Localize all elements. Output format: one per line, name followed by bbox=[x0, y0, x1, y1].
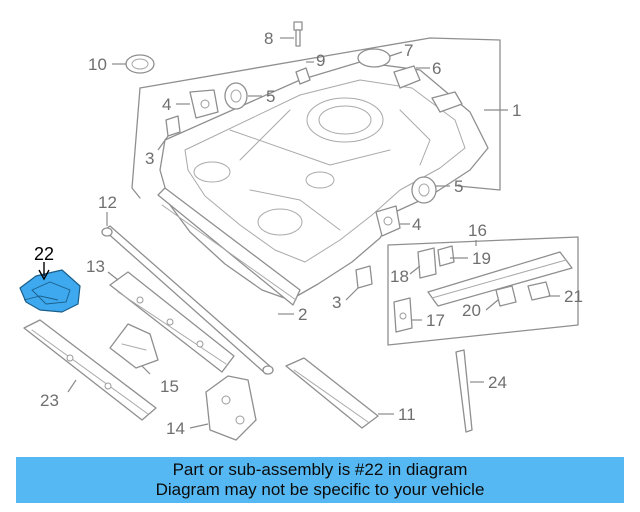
part-5-lower-mount bbox=[411, 176, 437, 204]
callout-3-lower: 3 bbox=[332, 293, 341, 312]
callout-8: 8 bbox=[264, 29, 273, 48]
callout-12: 12 bbox=[98, 193, 117, 212]
part-22-highlighted[interactable] bbox=[19, 269, 81, 313]
callout-labels: 1 2 3 3 4 4 5 5 6 7 8 9 10 11 12 13 14 1… bbox=[34, 29, 583, 438]
callout-18: 18 bbox=[390, 267, 409, 286]
part-5-upper-mount bbox=[224, 82, 248, 110]
part-8-bolt bbox=[293, 21, 303, 47]
part-24-strip bbox=[455, 349, 473, 433]
part-23-rail bbox=[23, 319, 157, 421]
info-banner: Part or sub-assembly is #22 in diagram D… bbox=[16, 457, 624, 503]
callout-6: 6 bbox=[432, 59, 441, 78]
callout-2: 2 bbox=[298, 305, 307, 324]
part-19-member bbox=[427, 251, 573, 307]
callout-7: 7 bbox=[404, 41, 413, 60]
callout-20: 20 bbox=[462, 301, 481, 320]
part-13-side-member bbox=[109, 271, 235, 373]
callout-22-highlighted: 22 bbox=[34, 244, 54, 264]
callout-13: 13 bbox=[86, 257, 105, 276]
part-17-plate bbox=[393, 297, 413, 333]
part-4-lower-bracket bbox=[375, 205, 401, 237]
callout-10: 10 bbox=[88, 55, 107, 74]
callout-1: 1 bbox=[512, 101, 521, 120]
floor-pan-assembly bbox=[131, 37, 501, 306]
callout-24: 24 bbox=[488, 373, 507, 392]
sub-assembly-16-box bbox=[387, 236, 579, 346]
part-15-bracket bbox=[109, 323, 159, 369]
callout-21: 21 bbox=[564, 287, 583, 306]
part-18-bracket bbox=[417, 245, 455, 279]
callout-4-lower: 4 bbox=[412, 215, 421, 234]
banner-line-part: Part or sub-assembly is #22 in diagram bbox=[172, 460, 468, 479]
callout-3-upper: 3 bbox=[145, 149, 154, 168]
part-12-cross-rail bbox=[101, 225, 274, 375]
callout-23: 23 bbox=[40, 391, 59, 410]
part-3-upper-clip bbox=[165, 115, 181, 137]
part-21-clip bbox=[527, 281, 551, 301]
leader-lines bbox=[38, 37, 560, 429]
callout-4-upper: 4 bbox=[162, 95, 171, 114]
banner-line-disclaimer: Diagram may not be specific to your vehi… bbox=[155, 480, 485, 499]
parts-diagram: 1 2 3 3 4 4 5 5 6 7 8 9 10 11 12 13 14 1… bbox=[19, 21, 583, 441]
callout-5-lower: 5 bbox=[454, 177, 463, 196]
part-7-cover bbox=[357, 48, 391, 68]
callout-16: 16 bbox=[468, 221, 487, 240]
part-4-upper-bracket bbox=[189, 89, 219, 119]
callout-11: 11 bbox=[398, 405, 416, 424]
callout-19: 19 bbox=[472, 249, 491, 268]
callout-14: 14 bbox=[166, 419, 185, 438]
callout-17: 17 bbox=[426, 311, 445, 330]
part-3-lower-clip bbox=[355, 265, 373, 289]
part-10-plug bbox=[125, 54, 155, 74]
part-20-clip bbox=[495, 285, 517, 307]
part-9-grommet bbox=[295, 67, 311, 85]
callout-15: 15 bbox=[160, 377, 179, 396]
part-14-gusset bbox=[205, 375, 257, 441]
part-6-brackets bbox=[393, 65, 463, 113]
callout-9: 9 bbox=[316, 51, 325, 70]
callout-5-upper: 5 bbox=[266, 87, 275, 106]
part-11-reinforcement bbox=[285, 357, 379, 429]
